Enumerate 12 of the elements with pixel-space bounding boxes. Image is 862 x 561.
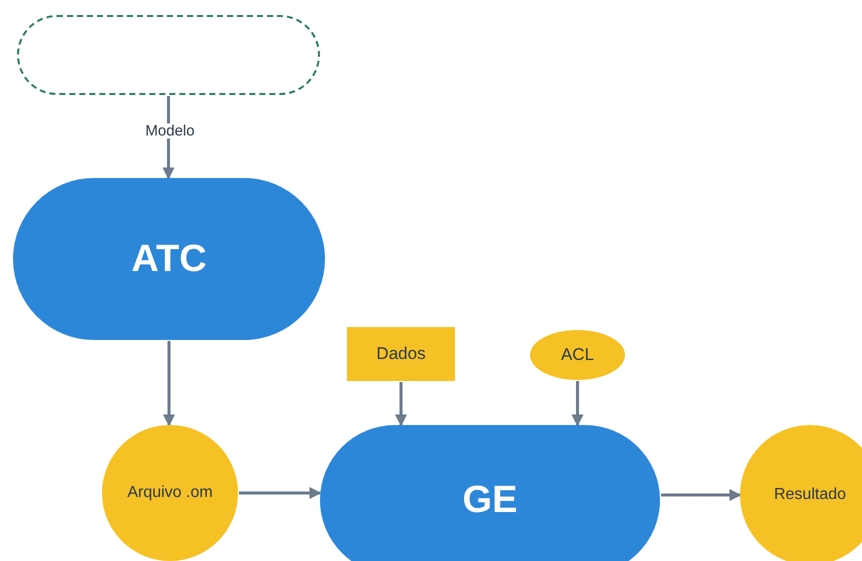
node-label: ACL — [560, 344, 594, 366]
node-label: Dados — [376, 343, 426, 366]
node-label: Arquivo .om — [127, 483, 213, 503]
node-label: Resultado — [774, 485, 846, 505]
arrow — [572, 381, 584, 426]
input-box — [347, 327, 455, 381]
arrow — [661, 489, 742, 501]
node-label: ATC — [131, 236, 207, 282]
arrow — [163, 341, 175, 426]
arrow — [395, 382, 407, 426]
arrow — [239, 487, 322, 499]
node-label: GE — [462, 478, 518, 522]
